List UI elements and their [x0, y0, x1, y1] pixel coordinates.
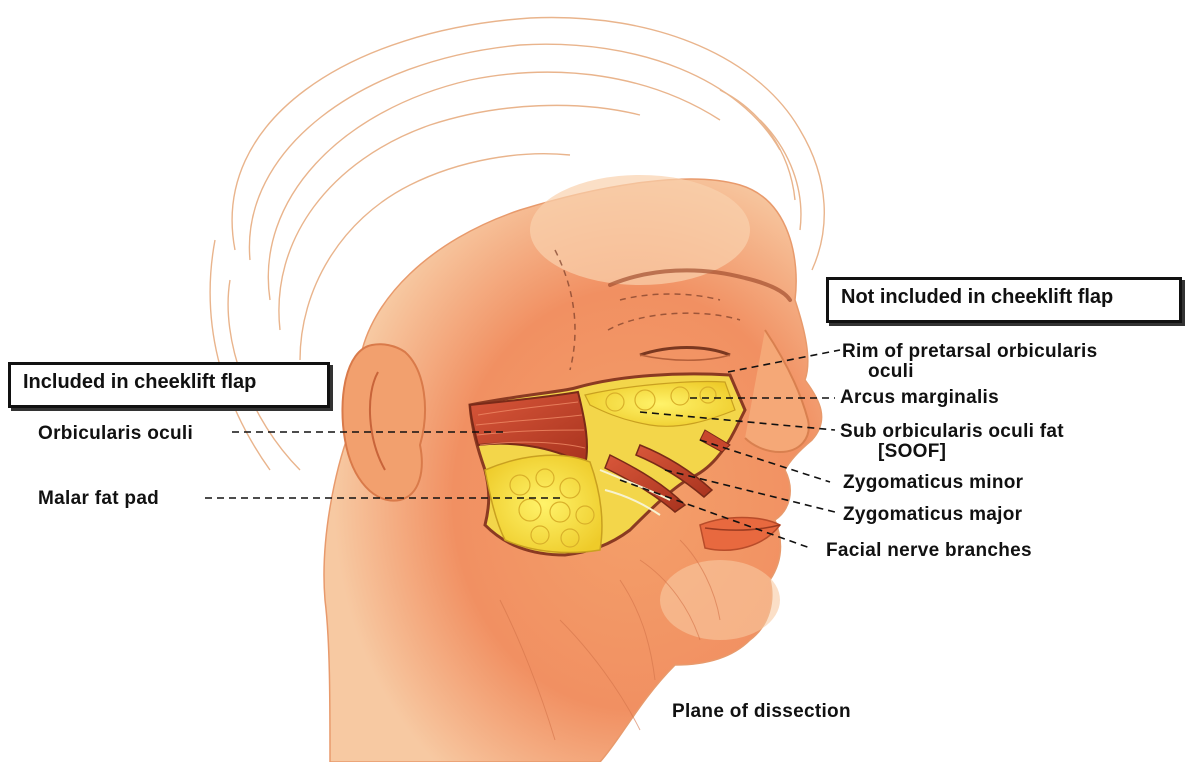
label-arcus-marginalis: Arcus marginalis [840, 388, 999, 408]
not-included-text: Not included in cheeklift flap [841, 286, 1113, 308]
label-malar-fat-pad: Malar fat pad [38, 489, 159, 509]
label-zygomaticus-minor: Zygomaticus minor [843, 473, 1023, 493]
label-zygomaticus-major: Zygomaticus major [843, 505, 1022, 525]
label-plane-of-dissection: Plane of dissection [672, 702, 851, 722]
included-box-label: Included in cheeklift flap [8, 362, 330, 408]
included-text: Included in cheeklift flap [23, 371, 256, 393]
label-soof-line2: [SOOF] [878, 442, 946, 462]
label-orbicularis-oculi: Orbicularis oculi [38, 424, 193, 444]
label-facial-nerve-branches: Facial nerve branches [826, 541, 1032, 561]
label-soof-line1: Sub orbicularis oculi fat [840, 422, 1064, 442]
not-included-box-label: Not included in cheeklift flap [826, 277, 1182, 323]
label-rim-line1: Rim of pretarsal orbicularis [842, 342, 1097, 362]
label-rim-line2: oculi [868, 362, 914, 382]
